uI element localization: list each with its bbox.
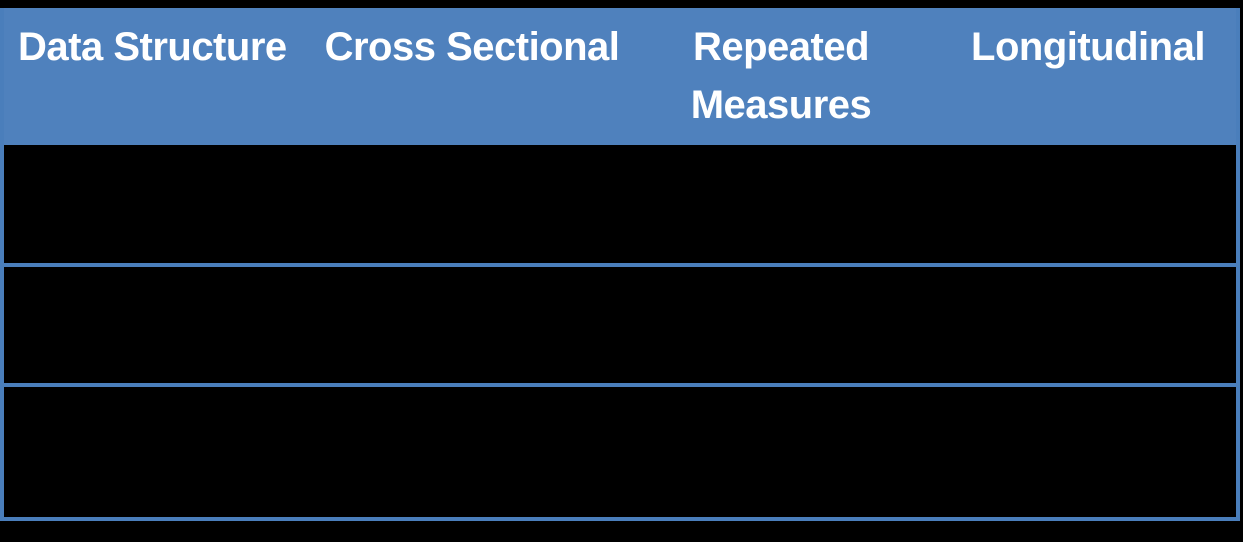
table-cell	[322, 387, 622, 517]
table-header-row: Data Structure Cross Sectional Repeated …	[4, 8, 1236, 145]
table-row	[4, 383, 1236, 517]
table-cell	[940, 267, 1236, 383]
header-cell-repeated-measures: Repeated Measures	[690, 25, 872, 127]
header-cell-longitudinal: Longitudinal	[971, 25, 1205, 69]
header-cell-data-structure: Data Structure	[18, 25, 287, 69]
table-cell	[940, 387, 1236, 517]
table-cell	[940, 145, 1236, 263]
table-cell	[322, 267, 622, 383]
header-cell-cross-sectional: Cross Sectional	[324, 25, 620, 69]
table-row	[4, 263, 1236, 383]
table-cell	[4, 145, 322, 263]
table-cell	[622, 267, 940, 383]
table-cell	[622, 145, 940, 263]
table-row	[4, 145, 1236, 263]
table-cell	[322, 145, 622, 263]
table-cell	[4, 267, 322, 383]
data-structure-table: Data Structure Cross Sectional Repeated …	[0, 8, 1240, 521]
table-cell	[4, 387, 322, 517]
table-cell	[622, 387, 940, 517]
